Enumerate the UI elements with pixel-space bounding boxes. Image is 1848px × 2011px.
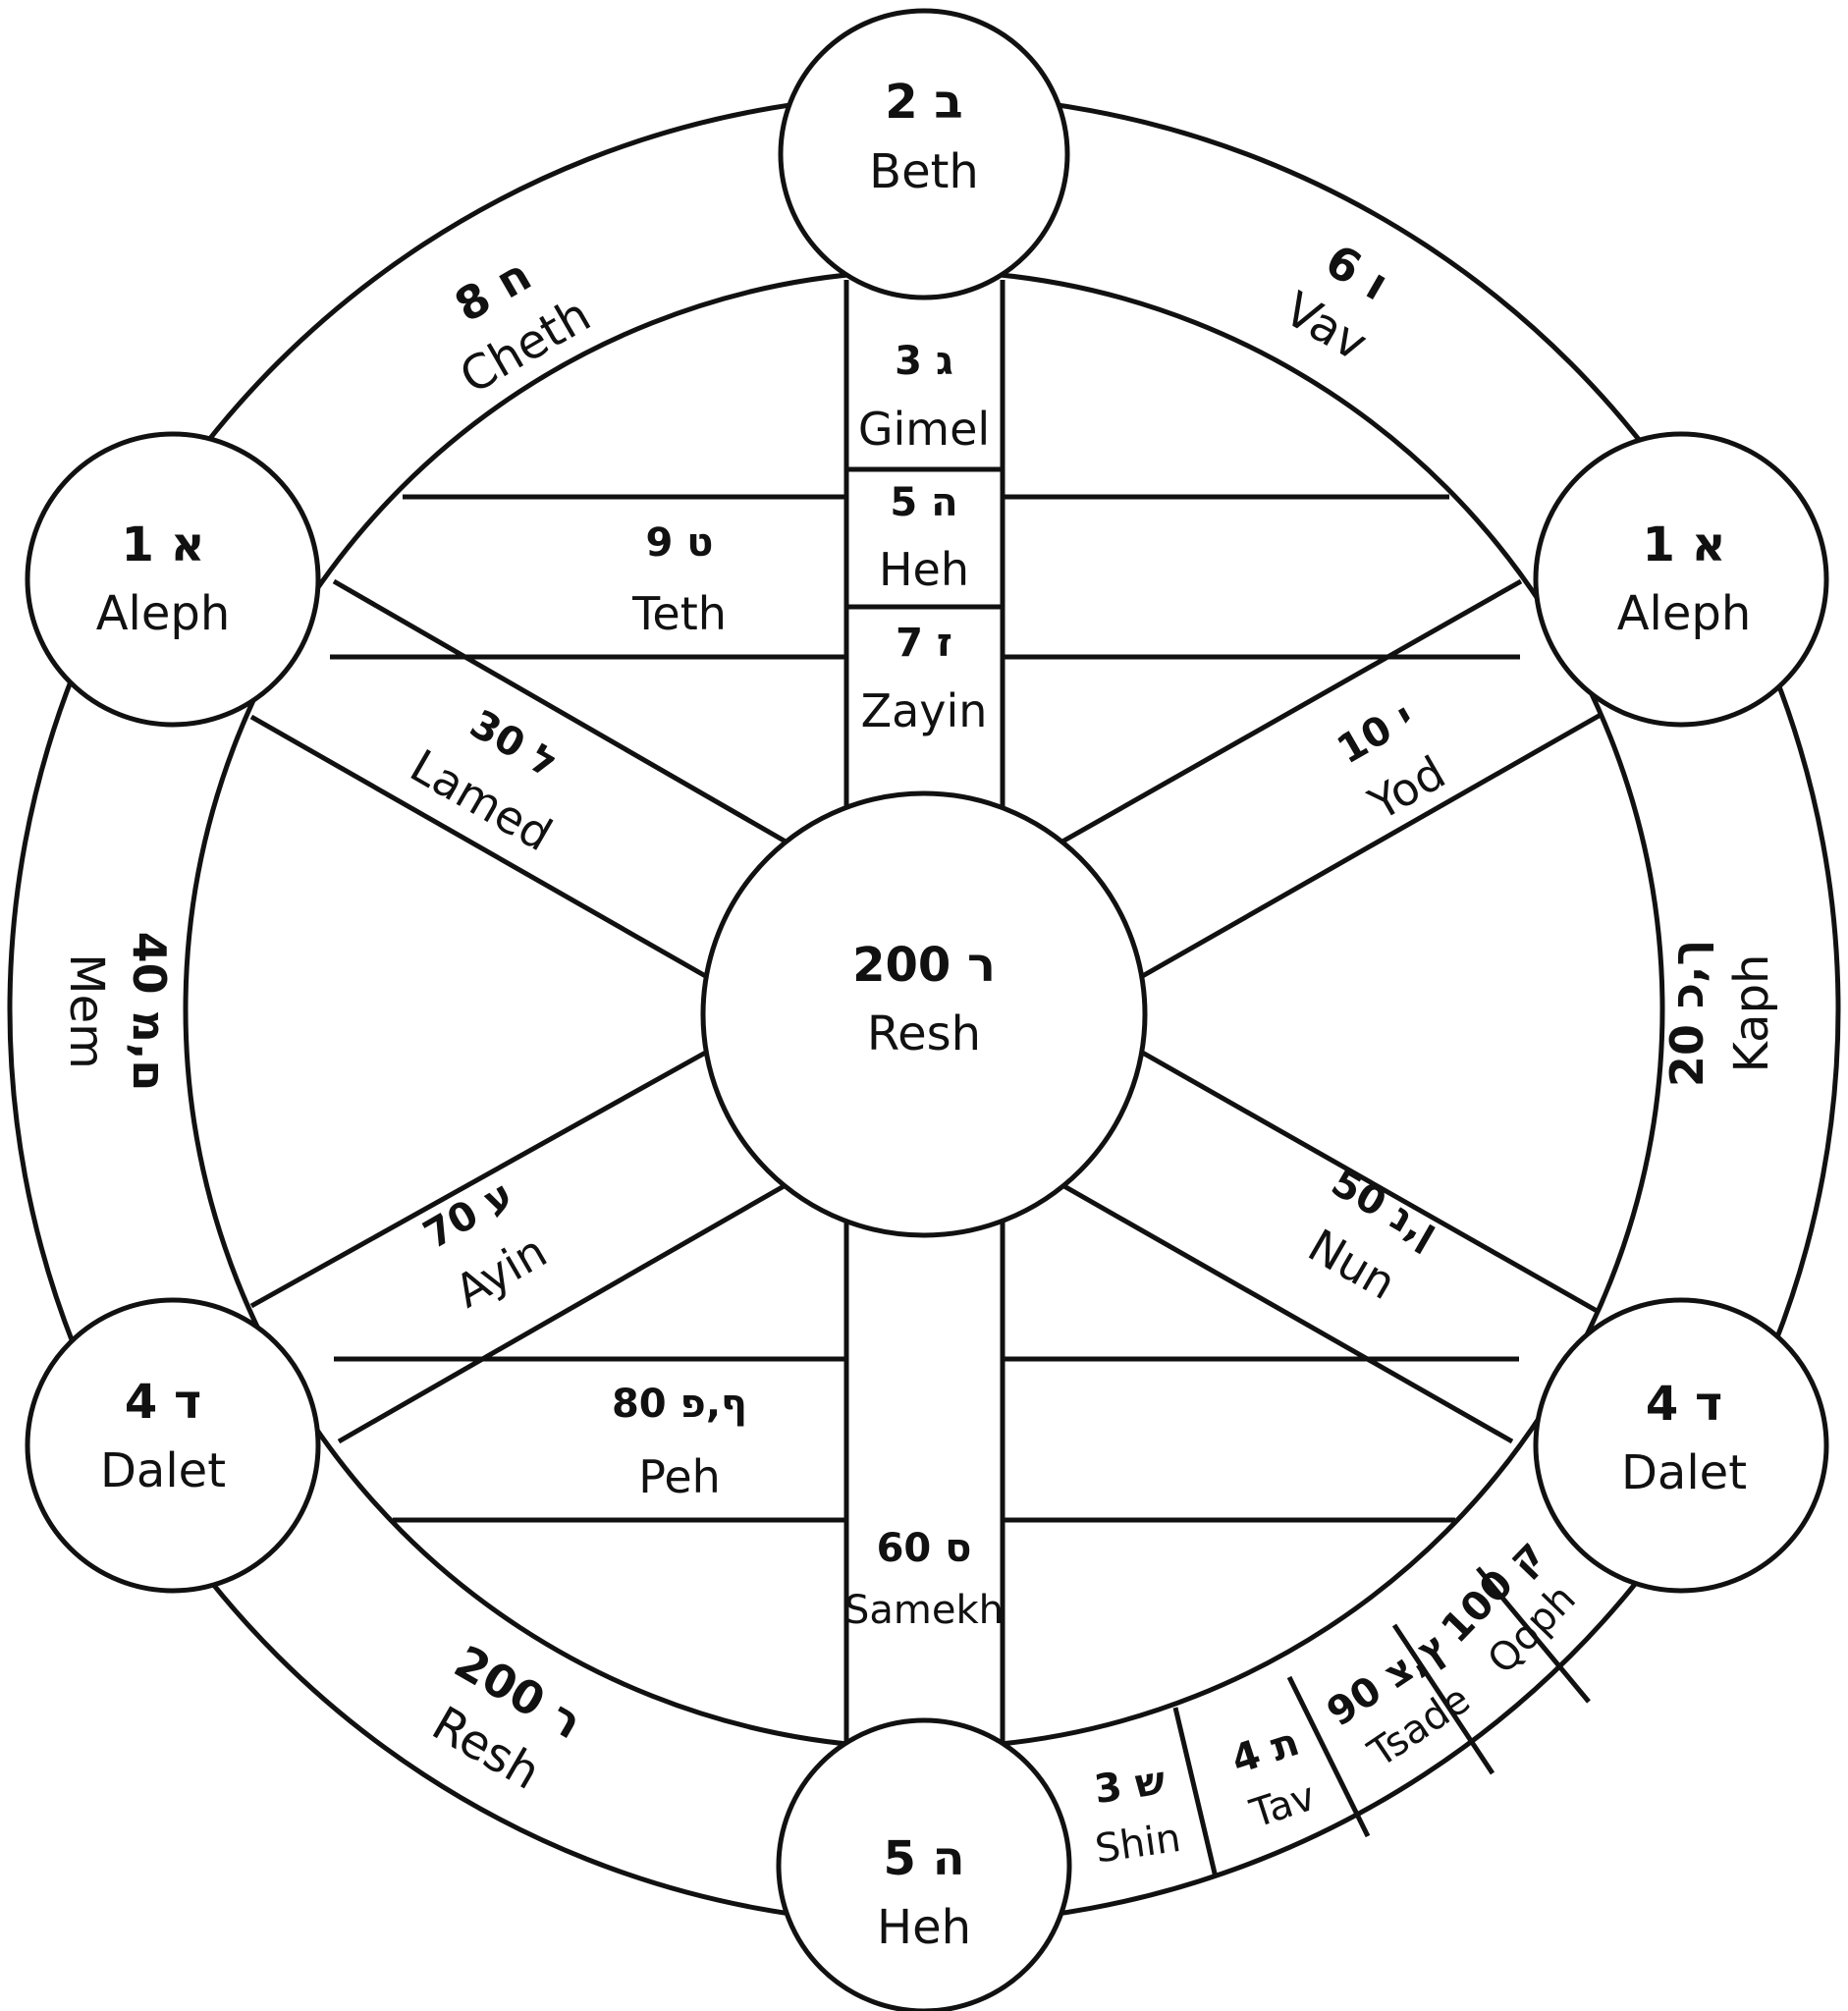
spoke-gimel-name: Gimel (858, 403, 990, 456)
ring-divider-1 (1172, 1707, 1219, 1878)
diag-lr-upper (1137, 1048, 1601, 1315)
node-lower-left-name: Dalet (100, 1443, 226, 1498)
ring-divider-4 (1476, 1566, 1591, 1704)
arc-mem-name: Mem (59, 953, 114, 1069)
node-bottom-name: Heh (877, 1900, 971, 1955)
spoke-peh-name: Peh (638, 1450, 721, 1503)
spoke-teth-name: Teth (631, 587, 727, 640)
diag-ll-upper (249, 1048, 711, 1309)
spoke-samekh-name: Samekh (844, 1588, 1004, 1633)
diag-ul-lower (249, 714, 711, 981)
diag-ur-upper (1060, 578, 1523, 844)
arc-shin-group: ש 3 Shin (1092, 1759, 1184, 1873)
node-upper-left-name: Aleph (96, 586, 231, 641)
diag-ll-lower (337, 1182, 788, 1444)
arc-kaph-line1: ך,כ 20 (1660, 940, 1713, 1087)
node-lower-left-line1: ד 4 (125, 1375, 201, 1430)
arc-mem-line1: ם,מ 40 (123, 932, 176, 1092)
spoke-ayin-group: ע 70 Ayin (416, 1171, 556, 1318)
node-upper-right-name: Aleph (1617, 586, 1752, 641)
arc-vav-group: ו 6 Vav (1275, 234, 1397, 372)
node-bottom-circle (776, 1717, 1072, 2011)
arc-tav-line1: ת 4 (1226, 1719, 1305, 1783)
node-lower-right-name: Dalet (1621, 1445, 1747, 1500)
node-bottom-line1: ה 5 (883, 1831, 964, 1886)
spoke-nun-group: ן,נ 50 Nun (1299, 1160, 1445, 1310)
arc-kaph-name: Kaph (1724, 954, 1779, 1073)
spoke-zayin-name: Zayin (861, 684, 988, 737)
node-center-name: Resh (867, 1006, 981, 1061)
spoke-peh-line1: ף,פ 80 (612, 1382, 747, 1427)
spoke-gimel-line1: ג 3 (895, 339, 953, 384)
arc-mem-group: ם,מ 40 Mem (59, 932, 176, 1092)
arc-cheth-group: ח 8 Cheth (446, 247, 600, 405)
node-center-line1: ר 200 (852, 938, 996, 993)
arc-tav-group: ת 4 Tav (1226, 1719, 1321, 1837)
arc-shin-name: Shin (1093, 1816, 1184, 1873)
node-top-name: Beth (869, 144, 979, 199)
node-upper-left-line1: א 1 (121, 517, 204, 572)
spoke-samekh-line1: ס 60 (877, 1526, 972, 1571)
arc-resh-group: ר 200 Resh (423, 1635, 591, 1801)
node-upper-left-circle (25, 431, 321, 728)
ring-divider-2 (1286, 1675, 1371, 1838)
spoke-heh-name: Heh (879, 543, 969, 596)
spoke-zayin-line1: ז 7 (896, 621, 952, 666)
node-top-line1: ב 2 (885, 75, 962, 130)
diag-ul-upper (332, 578, 788, 844)
node-lower-right-circle (1533, 1297, 1829, 1594)
arc-kaph-group: ך,כ 20 Kaph (1660, 940, 1779, 1087)
ring-divider-3 (1391, 1623, 1495, 1775)
spoke-teth-line1: ט 9 (646, 520, 714, 566)
node-upper-right-line1: א 1 (1642, 517, 1725, 572)
diag-lr-lower (1060, 1182, 1514, 1444)
node-lower-left-circle (25, 1297, 321, 1594)
diag-ur-lower (1137, 712, 1603, 981)
node-upper-right-circle (1533, 431, 1829, 728)
arc-shin-line1: ש 3 (1092, 1759, 1169, 1814)
spoke-heh-line1: ה 5 (890, 480, 957, 525)
node-top-circle (778, 8, 1070, 300)
node-lower-right-line1: ד 4 (1646, 1377, 1722, 1432)
arc-tav-name: Tav (1244, 1774, 1321, 1837)
node-center-circle (700, 790, 1148, 1238)
